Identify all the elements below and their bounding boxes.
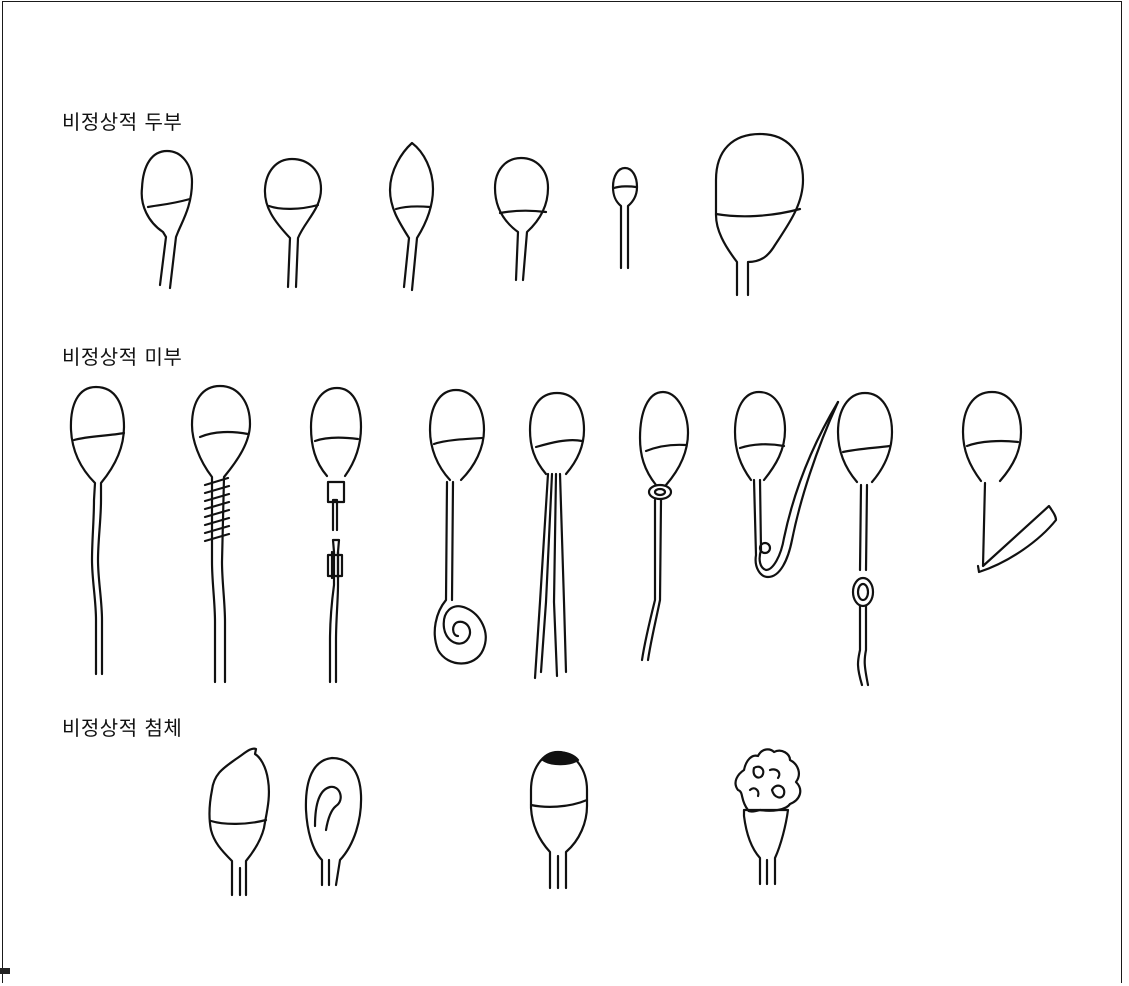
sperm-head-tapered — [390, 143, 433, 290]
sperm-tail-coiled-around — [192, 386, 250, 682]
sperm-tail-normal — [71, 387, 124, 674]
sperm-head-small — [613, 168, 637, 268]
sperm-tail-double — [530, 393, 584, 678]
sperm-head-round — [142, 151, 192, 288]
sperm-acrosome-irregular — [736, 749, 801, 884]
sperm-acrosome-pointed — [209, 749, 268, 895]
sperm-tail-loop — [640, 392, 688, 660]
sperm-tail-folded — [735, 392, 838, 577]
sperm-acrosome-loop — [306, 758, 361, 885]
sperm-head-oval — [495, 158, 548, 280]
sperm-tail-segmented — [311, 388, 361, 682]
sperm-acrosome-dark — [531, 752, 587, 888]
sperm-tail-midpiece-swelling — [838, 393, 892, 685]
sperm-head-pear — [265, 159, 321, 287]
sperm-tail-bent — [963, 392, 1056, 572]
sperm-tail-spiral — [430, 390, 486, 664]
sperm-head-large — [716, 134, 803, 295]
